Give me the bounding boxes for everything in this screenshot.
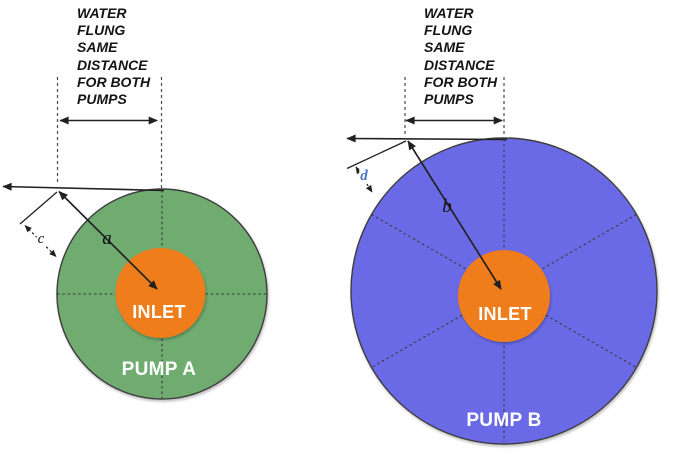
offset-label-d: d [359, 168, 369, 184]
caption-line: FLUNG [424, 22, 473, 39]
pump-b-tangent-water-arrow [346, 134, 508, 143]
caption-line: SAME [77, 39, 118, 56]
radius-label-b: b [442, 196, 452, 217]
caption-water-flung-left: WATER FLUNG SAME DISTANCE FOR BOTH PUMPS [77, 5, 150, 108]
caption-water-flung-right: WATER FLUNG SAME DISTANCE FOR BOTH PUMPS [424, 5, 497, 108]
pump-a-offset-corner-line [19, 191, 58, 225]
pump-b-offset-corner-line [346, 140, 407, 170]
caption-line: SAME [424, 39, 465, 56]
pump-b-inlet-label: INLET [478, 304, 532, 324]
caption-line: FOR BOTH [424, 73, 498, 90]
offset-label-c: c [36, 231, 46, 247]
pump-a-inlet-label: INLET [132, 302, 186, 322]
caption-line: FLUNG [77, 22, 126, 39]
caption-line: PUMPS [424, 91, 474, 108]
pump-b-radius-arrow-b [407, 140, 502, 290]
pump-b-diagonal-dashed-diameter-1 [371, 214, 637, 368]
pump-a-tangent-water-arrow [2, 182, 165, 192]
radius-label-a: a [102, 228, 112, 249]
pump-b-name-label: PUMP B [466, 410, 542, 431]
pump-b-inlet-circle [458, 250, 550, 342]
caption-line: WATER [424, 5, 474, 21]
caption-line: DISTANCE [424, 56, 495, 73]
pump-a-radius-arrow-a [58, 190, 158, 290]
pump-b-diagonal-dashed-diameter-2 [371, 214, 637, 368]
caption-line: DISTANCE [77, 56, 148, 73]
caption-line: PUMPS [77, 91, 127, 108]
caption-line: WATER [77, 5, 127, 21]
pump-a-name-label: PUMP A [121, 359, 197, 380]
caption-line: FOR BOTH [77, 73, 151, 90]
